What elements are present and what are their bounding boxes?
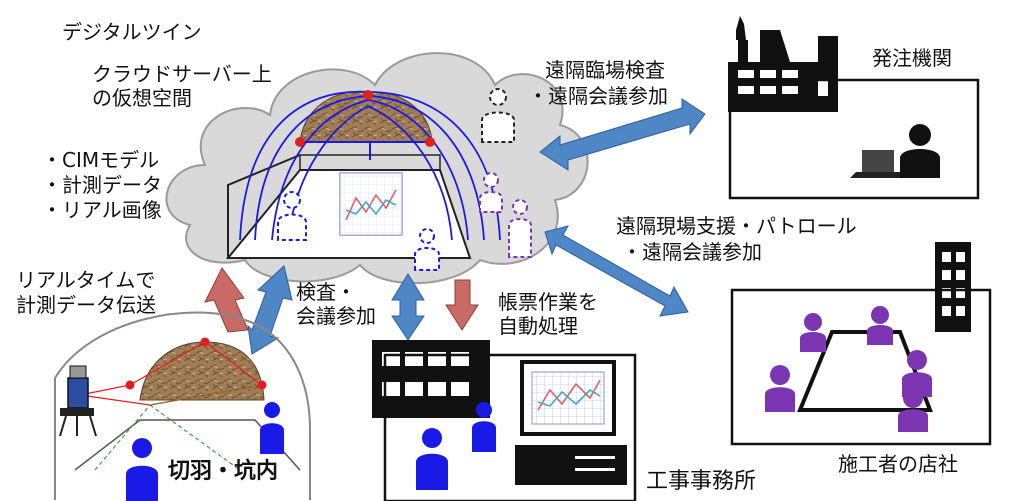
cloud-virtual-label-2: の仮想空間 [92,86,192,110]
person-icon [481,88,515,143]
contractor-office-box [730,288,992,446]
arrow-site-cloud [247,265,293,355]
person-icon [765,306,932,432]
building-icon [372,340,490,418]
arrow-cloud-client [539,98,706,171]
forms-label-2: 自動処理 [498,314,578,338]
contractor-office-label: 施工者の店社 [838,452,958,476]
contractor-remote-label-2: ・遠隔会議参加 [622,240,762,264]
laptop-icon [850,150,906,178]
client-remote-label-2: ・遠隔会議参加 [528,84,668,108]
arrow-office-cloud [391,273,425,341]
arrow-cloud-contractor [544,225,689,317]
factory-icon [728,16,838,112]
client-office-box [728,78,980,200]
person-icon [277,191,307,241]
cloud-item-measure: ・計測データ [42,173,162,197]
real-tunnel [54,311,311,500]
client-remote-label-1: 遠隔臨場検査 [545,58,665,82]
chart-icon [339,172,403,236]
contractor-remote-label-1: 遠隔現場支援・パトロール [616,214,857,238]
person-icon [479,172,532,258]
face-tunnel-label: 切羽・坑内 [168,459,279,484]
person-icon [414,228,440,271]
office-building-icon [935,242,971,332]
site-office-label: 工事事務所 [646,469,757,494]
person-icon [416,402,496,490]
person-icon [126,402,284,501]
realtime-label-1: リアルタイムで [16,268,156,292]
total-station-icon [59,365,97,437]
forms-label-1: 帳票作業を [498,290,598,314]
client-org-label: 発注機関 [872,46,952,70]
digital-twin-label: デジタルツイン [62,20,202,44]
monitor-icon [515,360,627,485]
cloud-item-cim: ・CIMモデル [42,148,160,172]
person-icon [900,124,940,178]
arrow-realtime [204,267,249,333]
realtime-label-2: 計測データ伝送 [16,293,156,317]
inspection-label-1: 検査・ [296,280,356,304]
site-office-box [383,353,637,501]
cloud-virtual-label-1: クラウドサーバー上 [92,62,272,86]
inspection-label-2: 会議参加 [296,304,376,328]
arrow-forms [445,279,479,331]
cloud-item-image: ・リアル画像 [42,198,162,222]
